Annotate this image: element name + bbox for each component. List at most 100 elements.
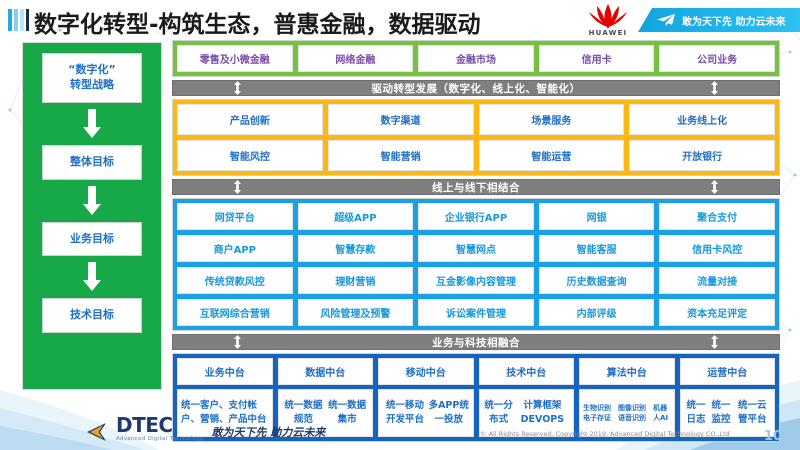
page-title: 数字化转型-构筑生态，普惠金融，数据驱动 [34, 12, 481, 38]
dtec-wordmark: DTEC Advanced Digital Technology [116, 415, 203, 443]
strategy-step-line1: 整体目标 [70, 154, 114, 168]
business-goal-traffic-integration[interactable]: 流量对接 [659, 267, 775, 294]
business-goal-internal-rating[interactable]: 内部评级 [538, 299, 655, 326]
business-lines-band: 零售及小微金融 网络金融 金融市场 信用卡 公司业务 [172, 40, 780, 77]
mid-platform-title: 算法中台 [579, 358, 675, 385]
mid-platform-title: 数据中台 [277, 358, 373, 385]
strategy-step-technology-goal[interactable]: 技术目标 [42, 298, 142, 334]
business-lines-row: 零售及小微金融 网络金融 金融市场 信用卡 公司业务 [177, 45, 775, 72]
dtec-tagline: Advanced Digital Technology [116, 435, 204, 442]
business-goal-smart-deposit[interactable]: 智慧存款 [297, 235, 414, 262]
overall-goal-open-banking[interactable]: 开放银行 [629, 140, 775, 171]
mid-platform-data[interactable]: 数据中台 统一数据规范统一数据集市 [277, 358, 373, 437]
business-goal-credit-card-risk-control[interactable]: 信用卡风控 [659, 235, 775, 262]
business-goal-risk-management-warning[interactable]: 风险管理及预警 [297, 299, 414, 326]
huawei-slogan-ribbon: 敢为天下先 助力云未来 [638, 8, 800, 32]
business-goal-enterprise-bank-app[interactable]: 企业银行APP [418, 203, 534, 230]
mid-platform-algorithm[interactable]: 算法中台 生物识别 电子存证图像识别 语音识别机器人AI [579, 358, 675, 437]
huawei-logo: HUAWEI [584, 2, 632, 40]
mid-platform-title: 运营中台 [679, 358, 775, 385]
page-number: 10 [763, 429, 782, 444]
strategy-step-overall-goal[interactable]: 整体目标 [42, 144, 142, 180]
content-stack: 零售及小微金融 网络金融 金融市场 信用卡 公司业务 驱动转型发展（数字化、线上… [172, 40, 780, 442]
connector-drive-transformation: 驱动转型发展（数字化、线上化、智能化） [172, 80, 780, 96]
business-goal-online-bank[interactable]: 网银 [538, 203, 655, 230]
business-goal-capital-adequacy-assessment[interactable]: 资本充足评定 [659, 299, 775, 326]
business-goal-traditional-loan-risk[interactable]: 传统贷款风控 [177, 267, 293, 294]
business-goal-aggregate-payment[interactable]: 聚合支付 [659, 203, 775, 230]
mid-platform-title: 移动中台 [378, 358, 474, 385]
up-down-arrow-icon [234, 335, 241, 349]
overall-goal-scenario-service[interactable]: 场景服务 [478, 104, 625, 135]
strategy-step-line1: 业务目标 [70, 231, 114, 245]
copyright-text: © All Rights Reserved. Copyright 2019, A… [480, 430, 730, 438]
connector-business-tech-fusion: 业务与科技相融合 [172, 334, 780, 350]
connector-label: 线上与线下相结合 [432, 181, 520, 194]
slide-header: 数字化转型-构筑生态，普惠金融，数据驱动 HUAWEI 敢为天下先 助力云未来 [0, 0, 800, 40]
mid-platform-mobile[interactable]: 移动中台 统一移动开发平台多APP统一投放 [378, 358, 474, 437]
business-goal-smart-branch[interactable]: 智慧网点 [418, 235, 534, 262]
slide-footer: DTEC Advanced Digital Technology 敢为天下先 助… [0, 402, 800, 450]
strategy-step-line1: “数字化” [68, 63, 116, 76]
connector-online-offline: 线上与线下相结合 [172, 179, 780, 195]
strategy-step-digital-transformation[interactable]: “数字化” 转型战略 [42, 53, 142, 103]
huawei-flower-icon [589, 4, 627, 29]
slide-body: “数字化” 转型战略 整体目标 业务目标 技术目标 [0, 38, 800, 442]
business-line-financial-market[interactable]: 金融市场 [418, 45, 534, 72]
overall-goal-smart-risk-control[interactable]: 智能风控 [177, 140, 323, 171]
overall-goal-digital-channel[interactable]: 数字渠道 [327, 104, 474, 135]
business-goal-litigation-case-management[interactable]: 诉讼案件管理 [418, 299, 534, 326]
business-goal-image-content-management[interactable]: 互金影像内容管理 [418, 267, 534, 294]
ribbon-slogan-text: 敢为天下先 助力云未来 [682, 16, 786, 28]
mid-platform-body: 统一日志统一监控统一云管平台 [679, 389, 775, 437]
business-line-corporate[interactable]: 公司业务 [659, 45, 775, 72]
business-goal-row-2: 商户APP 智慧存款 智慧网点 智能客服 信用卡风控 [177, 235, 775, 262]
business-goal-historical-data-query[interactable]: 历史数据查询 [538, 267, 655, 294]
up-down-arrow-icon [234, 81, 241, 95]
business-line-credit-card[interactable]: 信用卡 [538, 45, 655, 72]
strategy-flow-column: “数字化” 转型战略 整体目标 业务目标 技术目标 [22, 42, 162, 390]
overall-goal-smart-operation[interactable]: 智能运营 [478, 140, 625, 171]
business-goal-row-1: 网贷平台 超级APP 企业银行APP 网银 聚合支付 [177, 203, 775, 230]
up-down-arrow-icon [711, 81, 718, 95]
business-goal-super-app[interactable]: 超级APP [297, 203, 414, 230]
down-arrow-icon [83, 108, 101, 138]
strategy-step-line1: 技术目标 [70, 308, 114, 322]
business-goal-merchant-app[interactable]: 商户APP [177, 235, 293, 262]
overall-goal-smart-marketing[interactable]: 智能营销 [327, 140, 474, 171]
mid-platform-body: 生物识别 电子存证图像识别 语音识别机器人AI [579, 389, 675, 437]
mid-platform-technology[interactable]: 技术中台 统一分布式计算框架DEVOPS [478, 358, 574, 437]
business-goal-online-lending-platform[interactable]: 网贷平台 [177, 203, 293, 230]
business-goal-row-4: 互联网综合营销 风险管理及预警 诉讼案件管理 内部评级 资本充足评定 [177, 299, 775, 326]
mid-platform-title: 业务中台 [177, 358, 273, 385]
business-goal-smart-customer-service[interactable]: 智能客服 [538, 235, 655, 262]
mid-platform-body: 统一客户、支付帐户、营销、产品中台 [177, 389, 273, 437]
title-accent-bars-icon [8, 9, 30, 31]
dtec-name: DTEC [116, 412, 173, 437]
mid-platform-business[interactable]: 业务中台 统一客户、支付帐户、营销、产品中台 [177, 358, 273, 437]
up-down-arrow-icon [711, 180, 718, 194]
business-line-retail-micro[interactable]: 零售及小微金融 [177, 45, 293, 72]
dtec-logo: DTEC Advanced Digital Technology 敢为天下先 助… [86, 415, 325, 443]
business-goal-wealth-marketing[interactable]: 理财营销 [297, 267, 414, 294]
tech-goal-band: 业务中台 统一客户、支付帐户、营销、产品中台 数据中台 统一数据规范统一数据集市… [172, 353, 780, 442]
overall-goal-row-1: 产品创新 数字渠道 场景服务 业务线上化 [177, 104, 775, 135]
business-goal-band: 网贷平台 超级APP 企业银行APP 网银 聚合支付 商户APP 智慧存款 智慧… [172, 198, 780, 331]
overall-goal-band: 产品创新 数字渠道 场景服务 业务线上化 智能风控 智能营销 智能运营 开放银行 [172, 99, 780, 176]
down-arrow-icon [83, 185, 101, 215]
connector-label: 驱动转型发展（数字化、线上化、智能化） [371, 82, 581, 95]
up-down-arrow-icon [711, 335, 718, 349]
business-line-internet-finance[interactable]: 网络金融 [297, 45, 414, 72]
connector-label: 业务与科技相融合 [432, 336, 520, 349]
strategy-step-business-goal[interactable]: 业务目标 [42, 221, 142, 257]
business-goal-internet-integrated-marketing[interactable]: 互联网综合营销 [177, 299, 293, 326]
overall-goal-product-innovation[interactable]: 产品创新 [177, 104, 323, 135]
mid-platform-body: 统一分布式计算框架DEVOPS [478, 389, 574, 437]
overall-goal-business-online[interactable]: 业务线上化 [629, 104, 775, 135]
mid-platform-operation[interactable]: 运营中台 统一日志统一监控统一云管平台 [679, 358, 775, 437]
huawei-wordmark: HUAWEI [588, 29, 628, 37]
paper-plane-icon [657, 14, 675, 26]
strategy-step-line2: 转型战略 [70, 77, 114, 91]
mid-platform-body: 统一移动开发平台多APP统一投放 [378, 389, 474, 437]
dtec-slogan: 敢为天下先 助力云未来 [211, 426, 326, 439]
